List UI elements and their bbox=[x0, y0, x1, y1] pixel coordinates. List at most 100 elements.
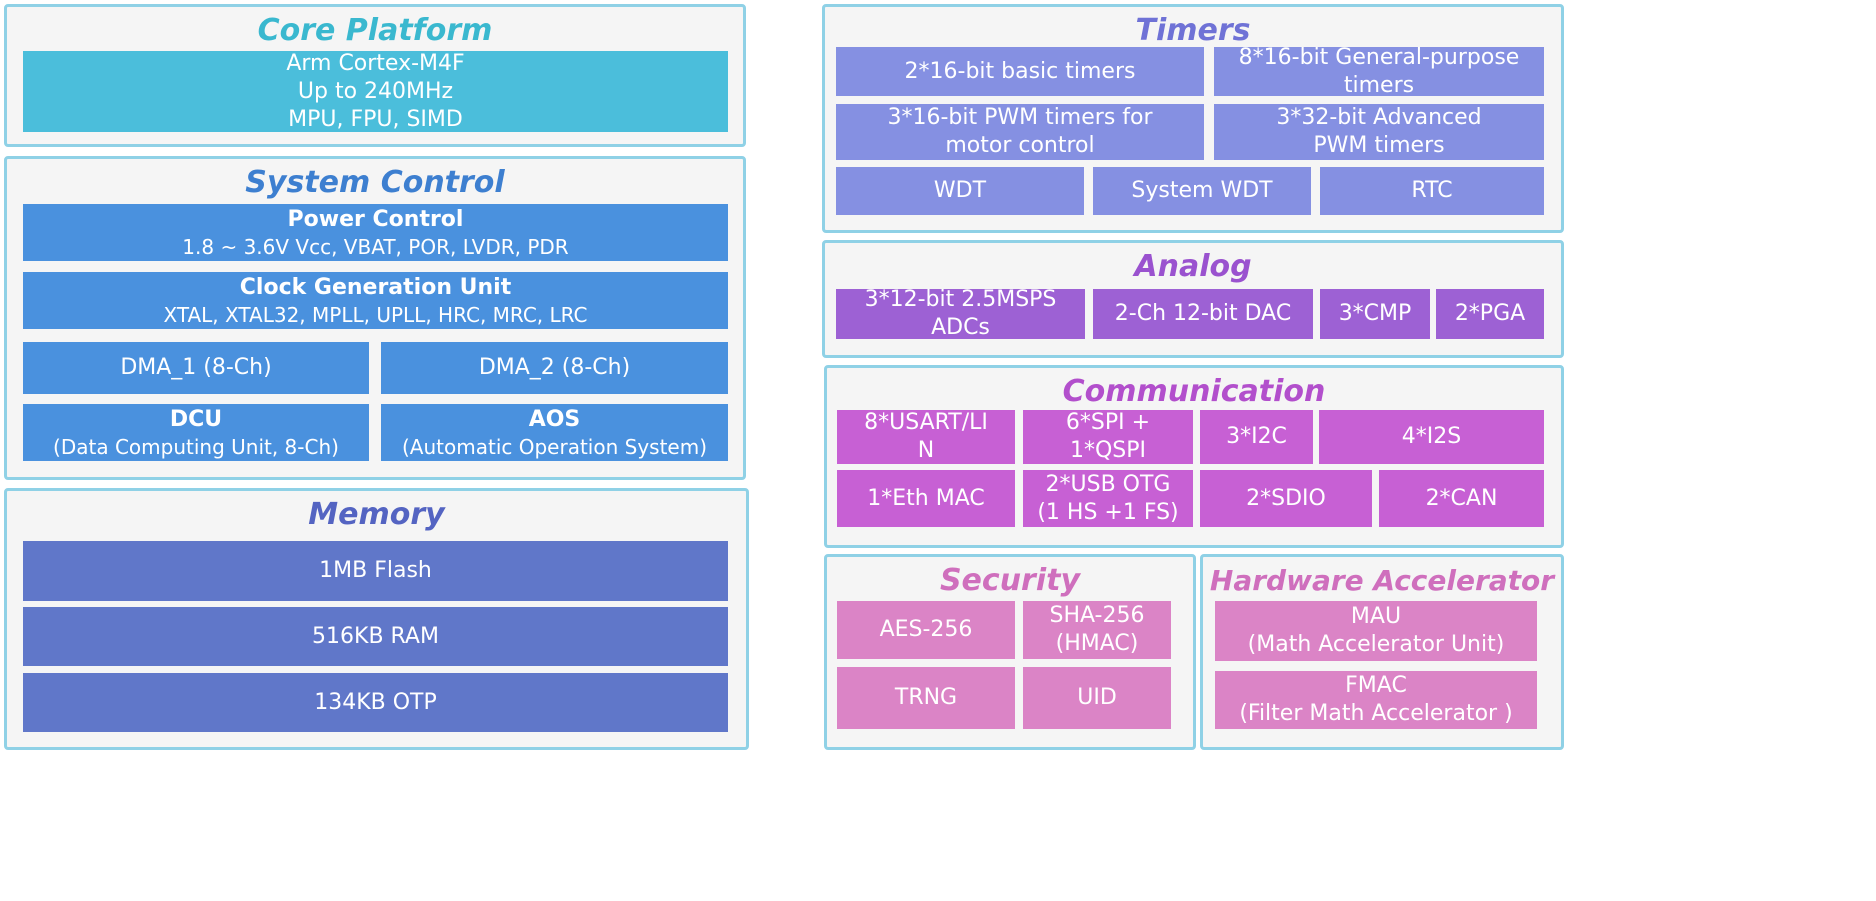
spi-line1: 6*SPI + bbox=[1065, 410, 1151, 435]
cpu-features: MPU, FPU, SIMD bbox=[288, 106, 463, 132]
dma2-label: DMA_2 (8-Ch) bbox=[478, 355, 631, 380]
dac-block: 2-Ch 12-bit DAC bbox=[1093, 289, 1313, 339]
core-platform-title: Core Platform bbox=[257, 13, 493, 48]
general-timers-line2: timers bbox=[1343, 72, 1415, 98]
adc-line2: ADCs bbox=[931, 315, 990, 340]
clock-generation-title: Clock Generation Unit bbox=[239, 274, 512, 300]
uid-label: UID bbox=[1077, 685, 1117, 710]
sdio-block: 2*SDIO bbox=[1200, 470, 1372, 527]
fmac-line1: FMAC bbox=[1345, 673, 1407, 698]
uid-block: UID bbox=[1023, 667, 1171, 729]
can-block: 2*CAN bbox=[1379, 470, 1544, 527]
i2s-label: 4*I2S bbox=[1401, 424, 1462, 449]
security-title: Security bbox=[939, 563, 1081, 598]
can-label: 2*CAN bbox=[1425, 485, 1498, 511]
usb-otg-line1: 2*USB OTG bbox=[1045, 471, 1171, 497]
clock-generation-block: Clock Generation Unit XTAL, XTAL32, MPLL… bbox=[23, 272, 728, 329]
otp-label: 134KB OTP bbox=[314, 689, 437, 715]
eth-mac-block: 1*Eth MAC bbox=[837, 470, 1015, 527]
aos-detail: (Automatic Operation System) bbox=[402, 434, 707, 459]
pwm-motor-timers-line1: 3*16-bit PWM timers for bbox=[887, 105, 1153, 130]
fmac-line2: (Filter Math Accelerator ) bbox=[1239, 701, 1513, 726]
dma2-block: DMA_2 (8-Ch) bbox=[381, 342, 728, 394]
dac-label: 2-Ch 12-bit DAC bbox=[1114, 301, 1292, 326]
usb-otg-line2: (1 HS +1 FS) bbox=[1037, 499, 1179, 525]
sha-line1: SHA-256 bbox=[1049, 603, 1145, 628]
mau-line2: (Math Accelerator Unit) bbox=[1247, 632, 1505, 657]
dcu-title: DCU bbox=[169, 406, 223, 432]
timers-title: Timers bbox=[1135, 13, 1251, 48]
security-panel: Security AES-256 SHA-256 (HMAC) TRNG UID bbox=[824, 554, 1196, 750]
rtc-block: RTC bbox=[1320, 167, 1544, 215]
usart-block: 8*USART/LI N bbox=[837, 410, 1015, 464]
adc-block: 3*12-bit 2.5MSPS ADCs bbox=[836, 287, 1085, 340]
system-control-panel: System Control Power Control 1.8 ~ 3.6V … bbox=[4, 156, 746, 480]
aos-block: AOS (Automatic Operation System) bbox=[381, 404, 728, 461]
timers-panel: Timers 2*16-bit basic timers 8*16-bit Ge… bbox=[822, 4, 1564, 233]
cpu-frequency: Up to 240MHz bbox=[297, 78, 454, 104]
eth-mac-label: 1*Eth MAC bbox=[867, 485, 985, 511]
mau-line1: MAU bbox=[1350, 604, 1402, 629]
ram-block: 516KB RAM bbox=[23, 607, 728, 666]
analog-panel: Analog 3*12-bit 2.5MSPS ADCs 2-Ch 12-bit… bbox=[822, 240, 1564, 358]
aes-label: AES-256 bbox=[879, 617, 973, 642]
memory-title: Memory bbox=[308, 497, 445, 532]
ram-label: 516KB RAM bbox=[312, 623, 439, 649]
system-wdt-label: System WDT bbox=[1131, 178, 1273, 203]
analog-title: Analog bbox=[1134, 249, 1252, 284]
trng-block: TRNG bbox=[837, 667, 1015, 729]
wdt-label: WDT bbox=[933, 178, 987, 203]
general-timers-line1: 8*16-bit General-purpose bbox=[1238, 44, 1520, 70]
power-control-detail: 1.8 ~ 3.6V Vcc, VBAT, POR, LVDR, PDR bbox=[182, 234, 569, 259]
core-platform-panel: Core Platform Arm Cortex-M4F Up to 240MH… bbox=[4, 4, 746, 147]
otp-block: 134KB OTP bbox=[23, 673, 728, 732]
cpu-name: Arm Cortex-M4F bbox=[286, 50, 465, 76]
system-wdt-block: System WDT bbox=[1093, 167, 1311, 215]
cmp-block: 3*CMP bbox=[1320, 289, 1430, 339]
mau-block: MAU (Math Accelerator Unit) bbox=[1215, 601, 1537, 661]
dma1-label: DMA_1 (8-Ch) bbox=[120, 355, 272, 380]
communication-title: Communication bbox=[1062, 374, 1326, 409]
flash-block: 1MB Flash bbox=[23, 541, 728, 601]
usb-otg-block: 2*USB OTG (1 HS +1 FS) bbox=[1023, 470, 1193, 527]
advanced-pwm-timers-line2: PWM timers bbox=[1313, 133, 1445, 158]
pga-block: 2*PGA bbox=[1436, 289, 1544, 339]
adc-line1: 3*12-bit 2.5MSPS bbox=[864, 287, 1057, 312]
usart-line1: 8*USART/LI bbox=[864, 410, 988, 435]
fmac-block: FMAC (Filter Math Accelerator ) bbox=[1215, 671, 1537, 729]
advanced-pwm-timers-block: 3*32-bit Advanced PWM timers bbox=[1214, 104, 1544, 160]
spi-line2: 1*QSPI bbox=[1069, 438, 1147, 463]
general-timers-block: 8*16-bit General-purpose timers bbox=[1214, 44, 1544, 98]
sha-line2: (HMAC) bbox=[1055, 631, 1139, 656]
trng-label: TRNG bbox=[894, 685, 958, 710]
power-control-title: Power Control bbox=[287, 206, 464, 232]
system-control-title: System Control bbox=[245, 165, 505, 200]
cpu-block: Arm Cortex-M4F Up to 240MHz MPU, FPU, SI… bbox=[23, 51, 728, 132]
cmp-label: 3*CMP bbox=[1338, 301, 1412, 326]
i2c-label: 3*I2C bbox=[1226, 424, 1287, 449]
basic-timers-block: 2*16-bit basic timers bbox=[836, 47, 1204, 96]
i2s-block: 4*I2S bbox=[1319, 410, 1544, 464]
sdio-label: 2*SDIO bbox=[1246, 485, 1326, 511]
advanced-pwm-timers-line1: 3*32-bit Advanced bbox=[1276, 105, 1482, 130]
hardware-accelerator-title: Hardware Accelerator bbox=[1209, 564, 1555, 597]
flash-label: 1MB Flash bbox=[319, 558, 432, 583]
pwm-motor-timers-block: 3*16-bit PWM timers for motor control bbox=[836, 104, 1204, 160]
communication-panel: Communication 8*USART/LI N 6*SPI + 1*QSP… bbox=[824, 365, 1564, 548]
i2c-block: 3*I2C bbox=[1200, 410, 1313, 464]
pga-label: 2*PGA bbox=[1454, 301, 1526, 326]
aes-block: AES-256 bbox=[837, 601, 1015, 659]
sha-block: SHA-256 (HMAC) bbox=[1023, 601, 1171, 659]
usart-line2: N bbox=[917, 438, 935, 463]
pwm-motor-timers-line2: motor control bbox=[945, 133, 1095, 158]
spi-block: 6*SPI + 1*QSPI bbox=[1023, 410, 1193, 464]
dcu-detail: (Data Computing Unit, 8-Ch) bbox=[53, 434, 339, 459]
aos-title: AOS bbox=[528, 406, 581, 432]
dma1-block: DMA_1 (8-Ch) bbox=[23, 342, 369, 394]
memory-panel: Memory 1MB Flash 516KB RAM 134KB OTP bbox=[4, 488, 749, 750]
hardware-accelerator-panel: Hardware Accelerator MAU (Math Accelerat… bbox=[1200, 554, 1564, 750]
basic-timers-label: 2*16-bit basic timers bbox=[904, 58, 1136, 84]
wdt-block: WDT bbox=[836, 167, 1084, 215]
rtc-label: RTC bbox=[1411, 178, 1453, 203]
clock-generation-detail: XTAL, XTAL32, MPLL, UPLL, HRC, MRC, LRC bbox=[163, 302, 588, 327]
